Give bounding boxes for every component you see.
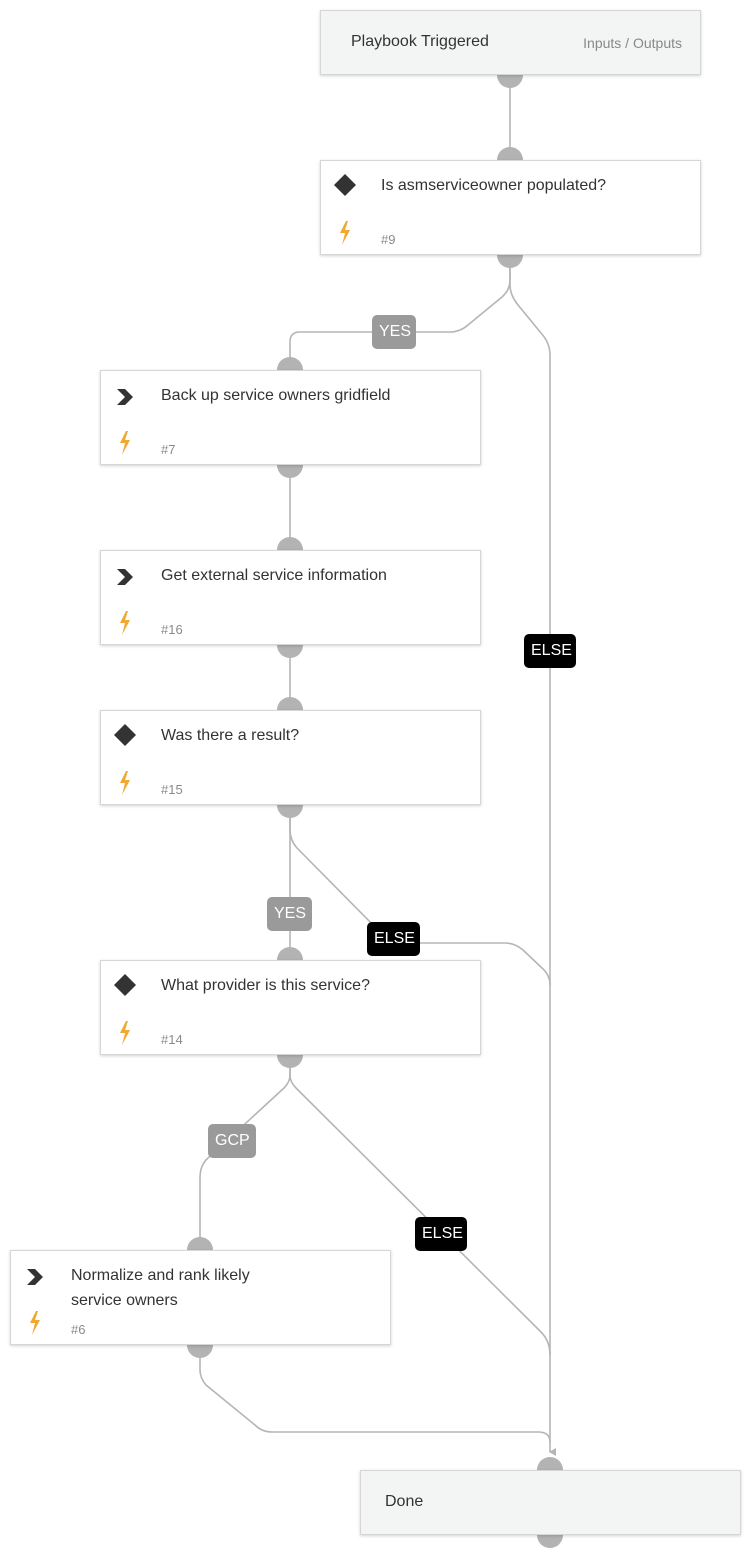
lightning-icon bbox=[120, 611, 130, 635]
port-16-out bbox=[277, 645, 303, 658]
task-title: What provider is this service? bbox=[161, 977, 370, 994]
lightning-icon bbox=[120, 431, 130, 455]
lightning-icon bbox=[340, 221, 350, 245]
edge-9-yes-to-7 bbox=[289, 262, 511, 366]
task-title: Was there a result? bbox=[161, 727, 300, 744]
task-node-9[interactable]: Is asmserviceowner populated? #9 bbox=[320, 160, 701, 255]
port-6-out bbox=[187, 1345, 213, 1358]
port-14-out bbox=[277, 1055, 303, 1068]
playbook-triggered-node[interactable]: Playbook Triggered Inputs / Outputs bbox=[320, 10, 701, 75]
port-start-out bbox=[497, 75, 523, 88]
chevron-icon bbox=[117, 569, 133, 585]
task-title: Get external service information bbox=[161, 567, 387, 584]
port-14-in bbox=[277, 947, 303, 960]
diamond-icon bbox=[114, 974, 136, 996]
branch-label-else: ELSE bbox=[367, 922, 420, 956]
port-15-out bbox=[277, 805, 303, 818]
port-7-in bbox=[277, 357, 303, 370]
lightning-icon bbox=[120, 771, 130, 795]
task-node-6[interactable]: Normalize and rank likely service owners… bbox=[10, 1250, 391, 1345]
task-id: #15 bbox=[161, 782, 183, 797]
task-title: Is asmserviceowner populated? bbox=[381, 177, 607, 194]
port-7-out bbox=[277, 465, 303, 478]
task-id: #14 bbox=[161, 1032, 183, 1047]
edge-6-to-done bbox=[199, 1350, 551, 1443]
edge-9-else-to-done bbox=[509, 262, 556, 1456]
task-id: #16 bbox=[161, 622, 183, 637]
task-title: Normalize and rank likely service owners bbox=[71, 1267, 250, 1309]
branch-label-gcp: GCP bbox=[208, 1124, 256, 1158]
task-id: #6 bbox=[71, 1322, 86, 1337]
edge-15-else-to-done bbox=[289, 810, 551, 986]
task-id: #7 bbox=[161, 442, 176, 457]
node-title: Playbook Triggered bbox=[351, 33, 489, 50]
task-title: Back up service owners gridfield bbox=[161, 387, 391, 404]
port-15-in bbox=[277, 697, 303, 710]
port-done-out bbox=[537, 1535, 563, 1548]
task-node-14[interactable]: What provider is this service? #14 bbox=[100, 960, 481, 1055]
task-node-16[interactable]: Get external service information #16 bbox=[100, 550, 481, 645]
branch-label-else: ELSE bbox=[415, 1217, 467, 1251]
port-9-out bbox=[497, 255, 523, 268]
lightning-icon bbox=[120, 1021, 130, 1045]
done-node[interactable]: Done bbox=[360, 1470, 741, 1535]
diamond-icon bbox=[114, 724, 136, 746]
task-node-15[interactable]: Was there a result? #15 bbox=[100, 710, 481, 805]
diamond-icon bbox=[334, 174, 356, 196]
task-id: #9 bbox=[381, 232, 396, 247]
port-done-in bbox=[537, 1457, 563, 1470]
port-16-in bbox=[277, 537, 303, 550]
branch-label-yes: YES bbox=[267, 897, 312, 931]
port-6-in bbox=[187, 1237, 213, 1250]
lightning-icon bbox=[30, 1311, 40, 1335]
task-node-7[interactable]: Back up service owners gridfield #7 bbox=[100, 370, 481, 465]
branch-label-yes: YES bbox=[372, 315, 416, 349]
chevron-icon bbox=[27, 1269, 43, 1285]
node-title: Done bbox=[385, 1493, 424, 1510]
inputs-outputs-link[interactable]: Inputs / Outputs bbox=[583, 35, 682, 51]
edge-14-else-to-done bbox=[289, 1060, 551, 1356]
chevron-icon bbox=[117, 389, 133, 405]
branch-label-else: ELSE bbox=[524, 634, 576, 668]
port-9-in bbox=[497, 147, 523, 160]
